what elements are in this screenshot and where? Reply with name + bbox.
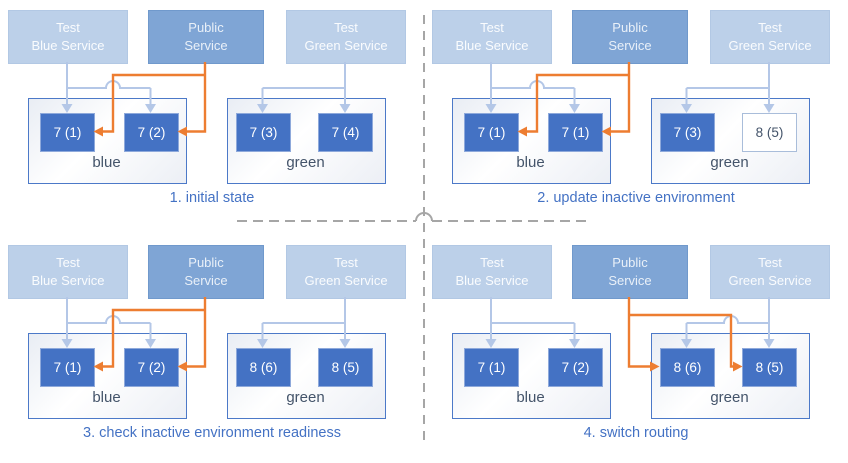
- instance-box: 8 (6): [236, 348, 291, 387]
- instance-box: 7 (1): [40, 113, 95, 152]
- public-service-box: Public Service: [148, 245, 264, 299]
- green-environment-label: green: [710, 389, 749, 406]
- test-green-service-box: Test Green Service: [286, 245, 406, 299]
- public-service-box: Public Service: [572, 245, 688, 299]
- instance-box: 8 (5): [318, 348, 373, 387]
- blue-environment-label: blue: [516, 389, 545, 406]
- instance-box: 7 (2): [124, 348, 179, 387]
- public-service-label: Public Service: [184, 254, 228, 288]
- panel-check-inactive-environment-readiness: Test Blue Service Public Service Test Gr…: [0, 228, 424, 456]
- public-service-label: Public Service: [184, 19, 228, 53]
- green-environment-label: green: [286, 389, 325, 406]
- instance-box: 8 (6): [660, 348, 715, 387]
- instance-box: 7 (1): [464, 348, 519, 387]
- divider-crossing-hop-arc: [415, 212, 433, 222]
- test-blue-service-box: Test Blue Service: [432, 245, 552, 299]
- test-green-service-box: Test Green Service: [286, 10, 406, 64]
- public-service-box: Public Service: [148, 10, 264, 64]
- instance-box: 7 (4): [318, 113, 373, 152]
- panel-switch-routing: Test Blue Service Public Service Test Gr…: [424, 228, 848, 456]
- instance-box: 7 (3): [236, 113, 291, 152]
- test-blue-service-box: Test Blue Service: [8, 245, 128, 299]
- blue-environment-label: blue: [516, 154, 545, 171]
- blue-environment-label: blue: [92, 154, 121, 171]
- green-environment-label: green: [710, 154, 749, 171]
- instance-box: 7 (1): [464, 113, 519, 152]
- instance-box: 7 (3): [660, 113, 715, 152]
- test-green-service-box: Test Green Service: [710, 10, 830, 64]
- test-green-service-box: Test Green Service: [710, 245, 830, 299]
- instance-box: 7 (2): [124, 113, 179, 152]
- panel-caption: 1. initial state: [169, 190, 255, 206]
- test-green-service-label: Test Green Service: [304, 19, 388, 53]
- panel-update-inactive-environment: Test Blue Service Public Service Test Gr…: [424, 0, 848, 228]
- instance-box: 7 (1): [40, 348, 95, 387]
- panel-caption: 4. switch routing: [583, 425, 689, 441]
- test-blue-service-box: Test Blue Service: [8, 10, 128, 64]
- instance-box: 8 (5): [742, 348, 797, 387]
- test-green-service-label: Test Green Service: [728, 19, 812, 53]
- public-service-label: Public Service: [608, 254, 652, 288]
- instance-box: 7 (1): [548, 113, 603, 152]
- green-environment-label: green: [286, 154, 325, 171]
- instance-box: 8 (5): [742, 113, 797, 152]
- test-blue-service-label: Test Blue Service: [31, 254, 105, 288]
- public-service-label: Public Service: [608, 19, 652, 53]
- test-blue-service-label: Test Blue Service: [31, 19, 105, 53]
- panel-caption: 2. update inactive environment: [537, 190, 735, 206]
- panel-caption: 3. check inactive environment readiness: [83, 425, 341, 441]
- test-blue-service-label: Test Blue Service: [455, 254, 529, 288]
- test-green-service-label: Test Green Service: [304, 254, 388, 288]
- panel-initial-state: Test Blue Service Public Service Test Gr…: [0, 0, 424, 228]
- instance-box: 7 (2): [548, 348, 603, 387]
- test-blue-service-label: Test Blue Service: [455, 19, 529, 53]
- public-service-box: Public Service: [572, 10, 688, 64]
- test-green-service-label: Test Green Service: [728, 254, 812, 288]
- test-blue-service-box: Test Blue Service: [432, 10, 552, 64]
- blue-environment-label: blue: [92, 389, 121, 406]
